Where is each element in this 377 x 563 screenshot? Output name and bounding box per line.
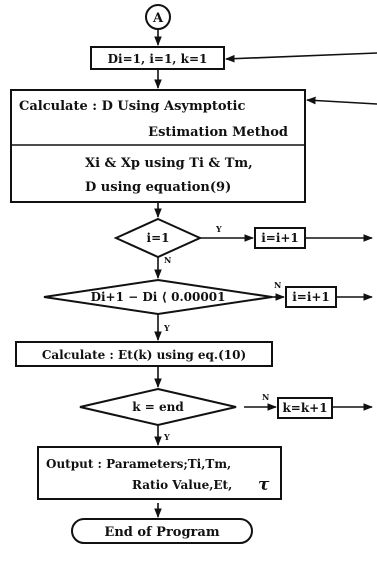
calc-box [10,89,306,203]
decision-1-text: i=1 [147,231,170,245]
calc-et-text: Calculate : Et(k) using eq.(10) [42,348,246,362]
box-k-plus-1-text: k=k+1 [282,401,327,415]
decision-3-text: k = end [132,400,184,414]
decision-1-no-label: N [164,255,171,265]
connector-label: A [152,11,164,26]
decision-2-no-label: N [274,280,281,290]
box-i-plus-1-first-text: i=i+1 [261,231,299,245]
decision-3-yes-label: Y [163,432,170,442]
output-line-1: Output : Parameters;Ti,Tm, [46,457,231,471]
calc-line-2: Estimation Method [148,125,288,140]
decision-2-yes-label: Y [163,323,170,333]
calc-incoming-line [306,96,377,105]
end-text: End of Program [104,525,219,540]
init-incoming-line [225,52,377,63]
end-terminator [71,518,253,544]
decision-3-no-label: N [262,392,269,402]
decision-2-text: Di+1 − Di ⟨ 0.00001 [91,290,226,304]
xi-line-1: Xi & Xp using Ti & Tm, [85,156,253,171]
box-i-plus-1-second-text: i=i+1 [292,290,330,304]
init-text: Di=1, i=1, k=1 [108,52,208,66]
xi-line-2: D using equation(9) [85,180,231,195]
calc-et-box [15,341,273,367]
decision-1-yes-label: Y [215,224,222,234]
output-line-2: Ratio Value,Et, [132,478,232,492]
output-tau: τ [258,475,270,495]
calc-line-1: Calculate : D Using Asymptotic [19,99,245,114]
output-box [37,446,282,500]
box-k-plus-1 [277,397,333,419]
